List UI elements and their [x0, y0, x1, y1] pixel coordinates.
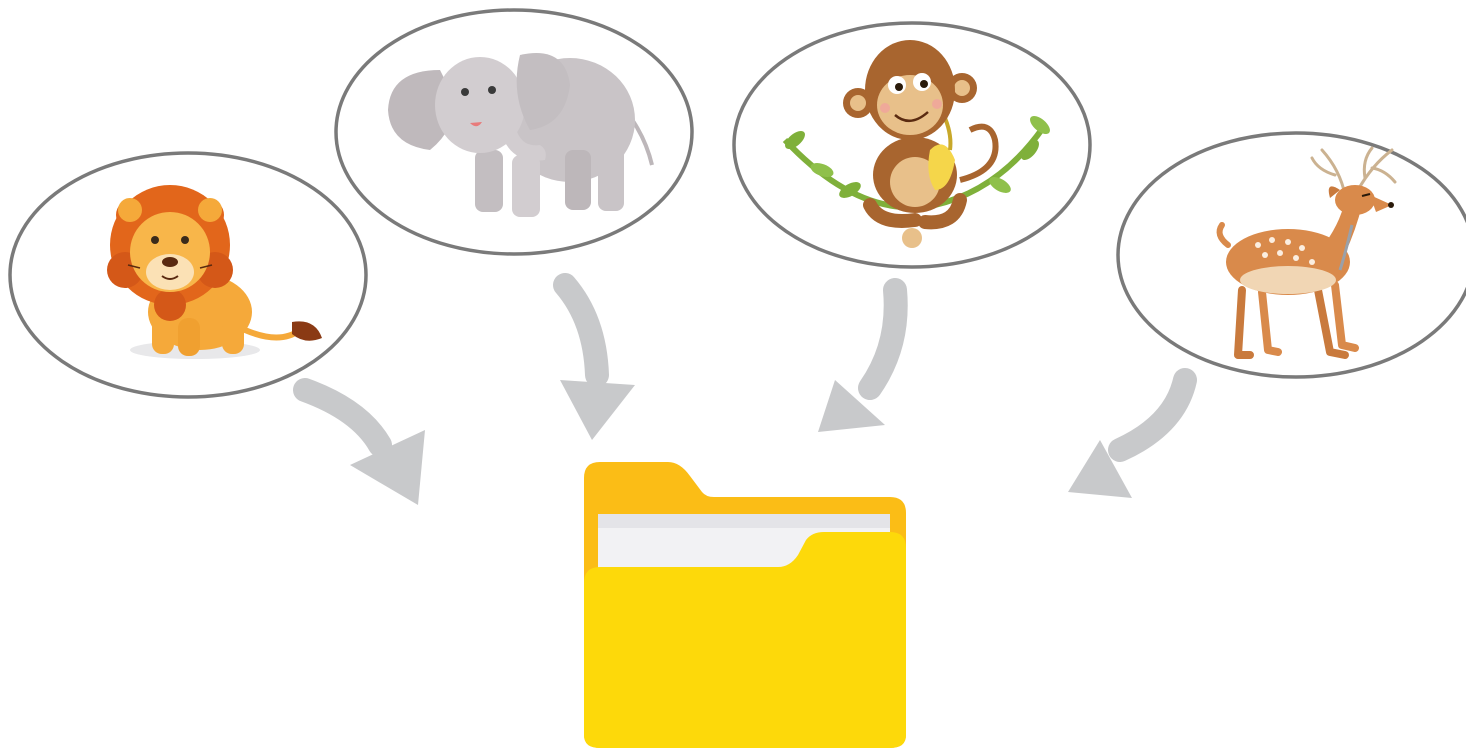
arrow-deer-to-folder	[1068, 368, 1197, 498]
lion-icon	[107, 185, 322, 359]
elephant-bubble	[334, 8, 694, 256]
elephant-icon	[388, 53, 654, 217]
lion-bubble	[8, 151, 368, 399]
folder-icon	[584, 462, 906, 748]
deer-icon	[1216, 146, 1397, 359]
monkey-icon	[782, 40, 1050, 248]
arrow-lion-to-folder	[293, 378, 425, 505]
arrow-elephant-to-folder	[553, 273, 635, 440]
monkey-bubble	[732, 21, 1092, 269]
arrow-monkey-to-folder	[818, 278, 908, 432]
deer-bubble	[1116, 131, 1466, 379]
